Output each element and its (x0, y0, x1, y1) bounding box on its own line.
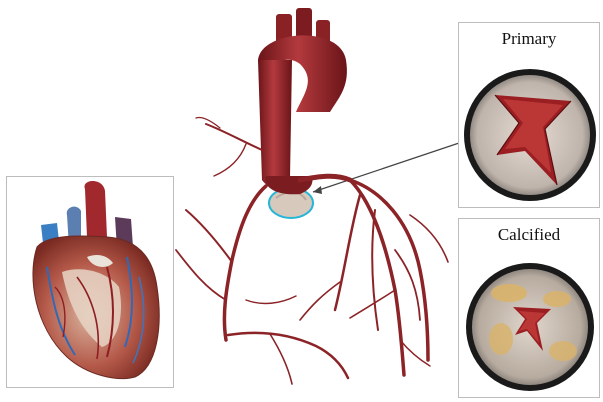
coronary-tree-illustration (176, 117, 448, 384)
calcified-valve-panel: Calcified (458, 218, 600, 398)
valve-calcified-icon (459, 219, 601, 399)
valve-primary-icon (459, 23, 601, 209)
pointer-line (313, 140, 468, 192)
primary-valve-panel: Primary (458, 22, 600, 208)
